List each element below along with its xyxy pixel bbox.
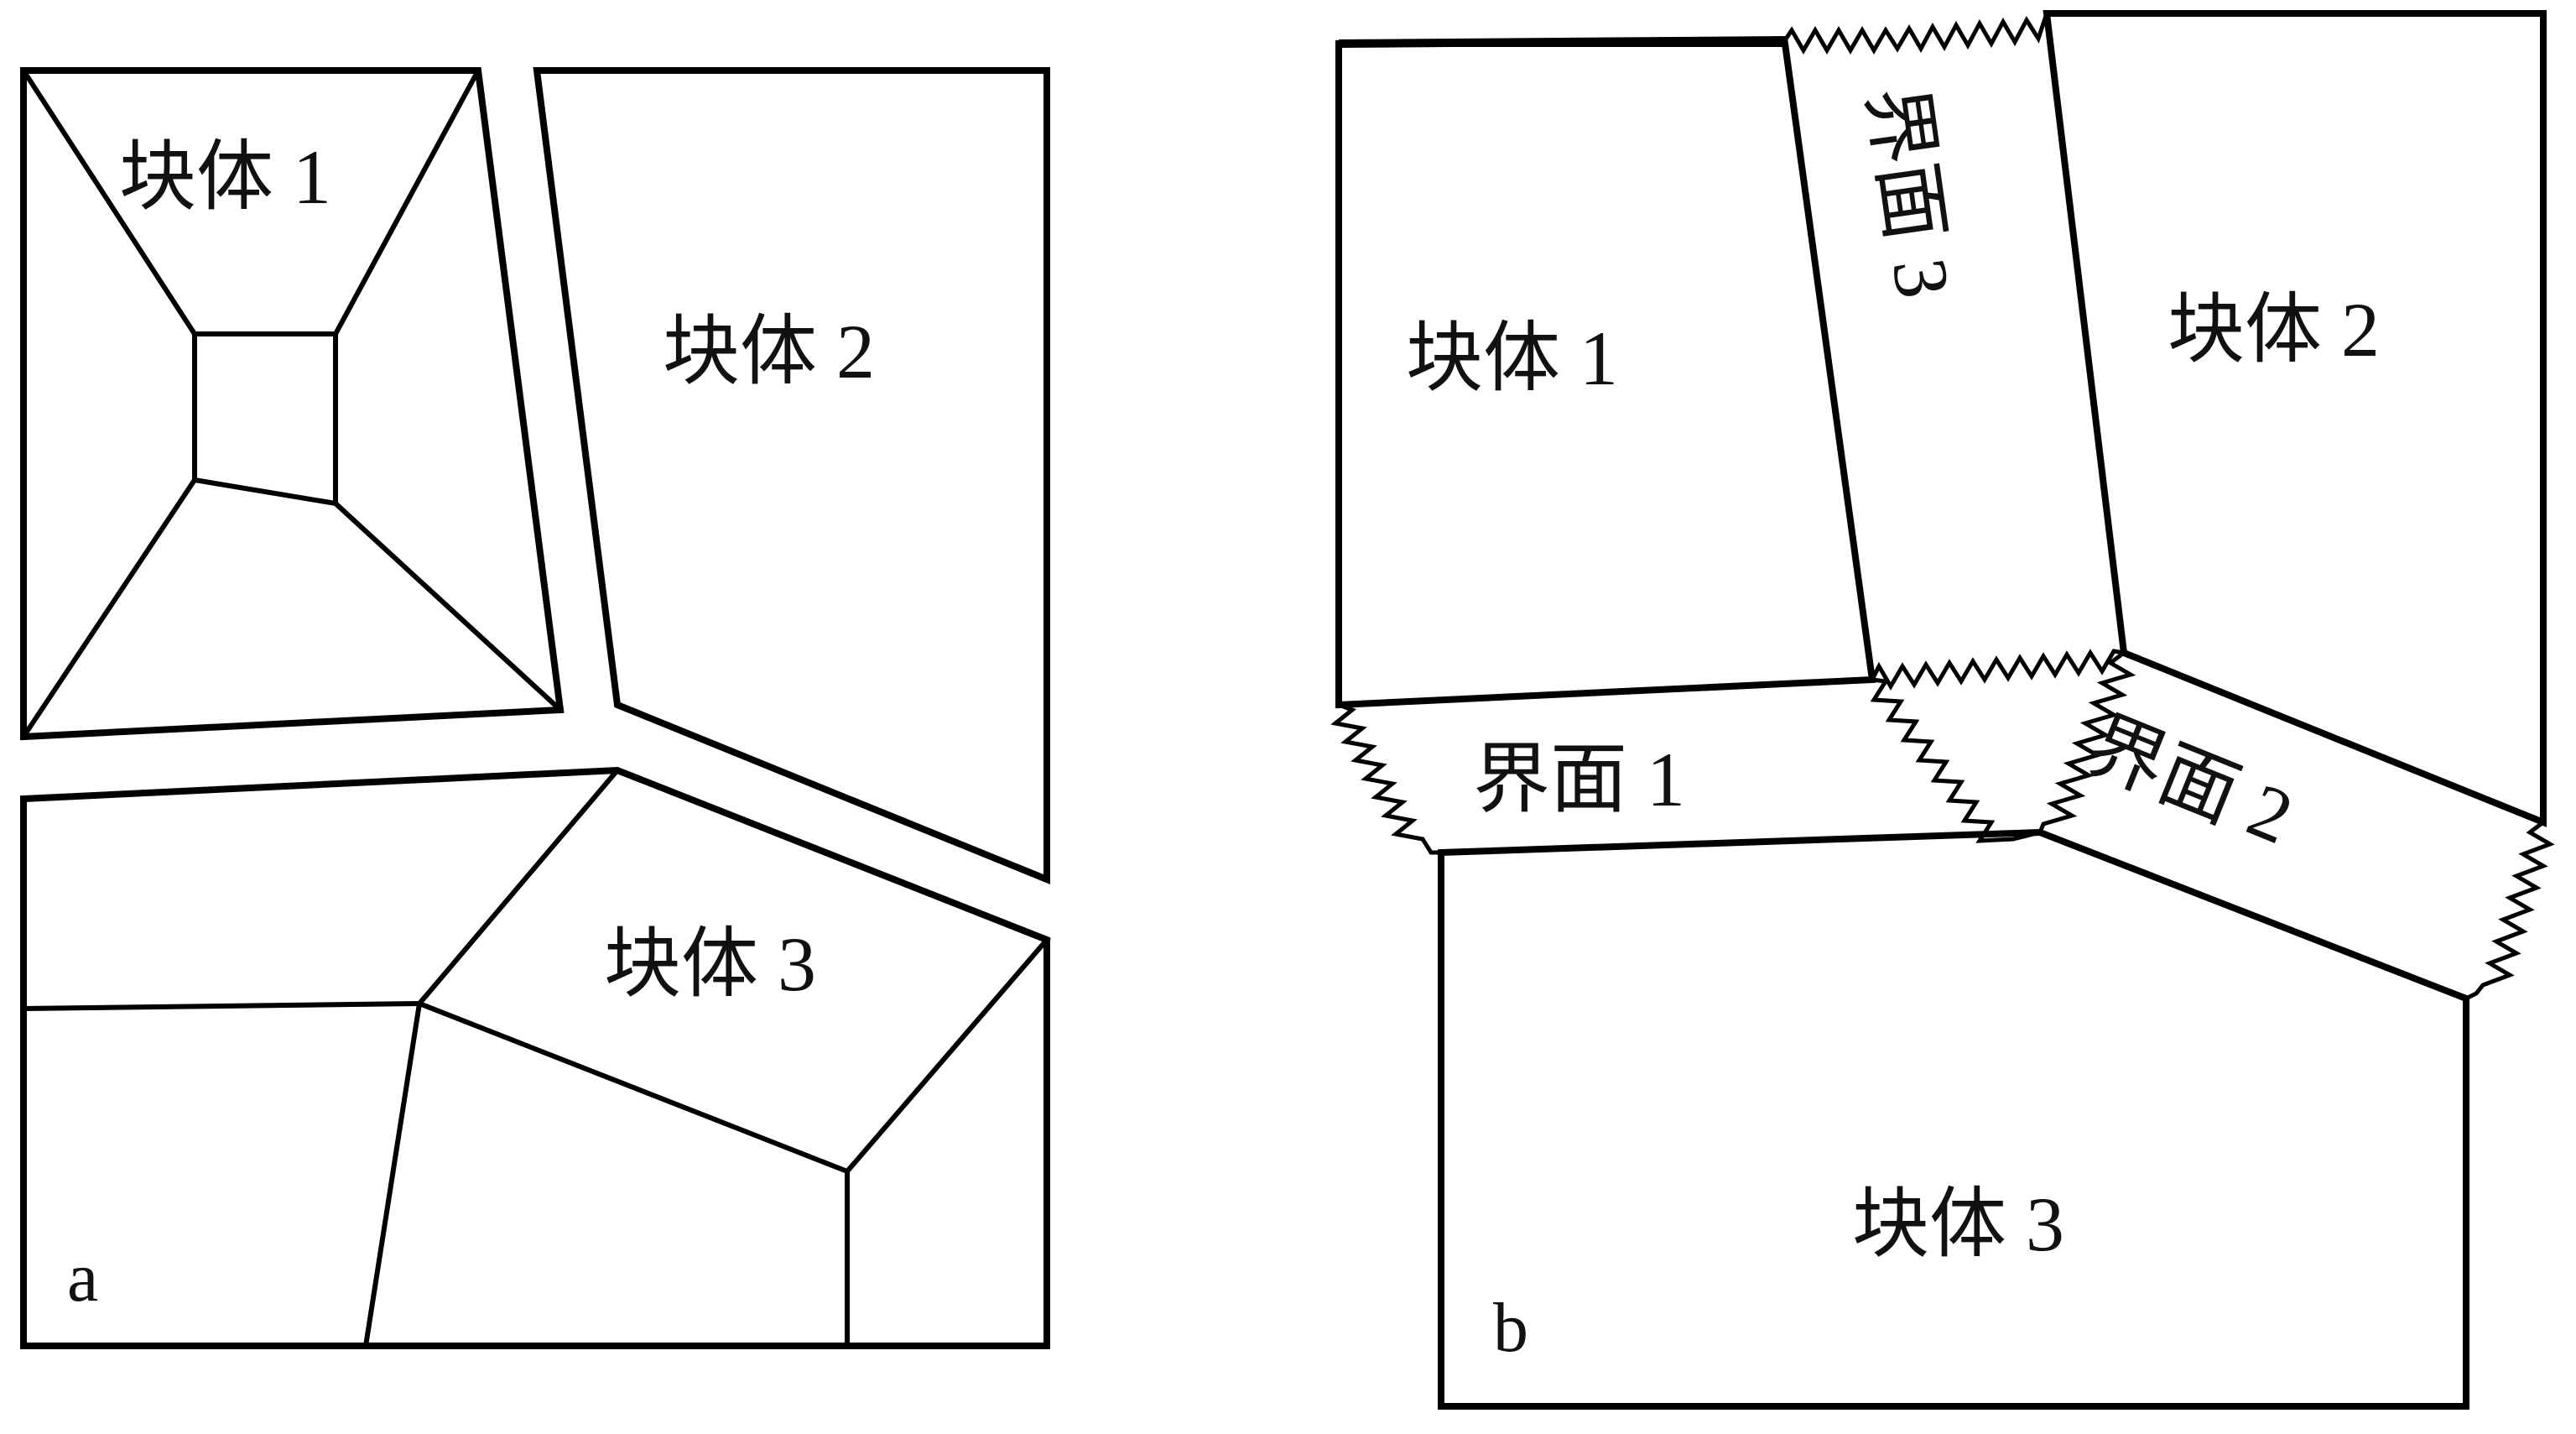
panel-b-block2-label: 块体 2 — [2167, 287, 2380, 373]
spring-interface2-right — [2464, 821, 2555, 1001]
spring-interface1-right — [1870, 677, 2041, 843]
panel-a-block1-label: 块体 1 — [119, 134, 331, 220]
panel-b-block3: 块体 3 — [1438, 828, 2469, 1410]
panel-b-interface3-area — [1785, 13, 2124, 680]
panel-b-interface1-label: 界面 1 — [1473, 737, 1685, 822]
panel-a-block2: 块体 2 — [533, 67, 1050, 884]
panel-b-tag: b — [1493, 1289, 1528, 1367]
panel-b: 块体 1 块体 2 块体 3 界面 1 界面 2 界面 3 b — [1330, 10, 2555, 1410]
spring-interface3-bottom — [1870, 649, 2125, 691]
panel-b-block1: 块体 1 — [1335, 40, 1876, 709]
panel-a: 块体 1 块体 2 块体 3 a — [20, 67, 1052, 1349]
spring-interface2-left — [2037, 651, 2136, 833]
panel-a-block3: 块体 3 — [20, 766, 1052, 1349]
panel-b-interface1-area — [1339, 680, 2040, 853]
panel-a-block2-label: 块体 2 — [663, 309, 875, 394]
panel-a-tag: a — [67, 1238, 98, 1317]
panel-b-block3-label: 块体 3 — [1852, 1181, 2064, 1267]
panel-a-block1: 块体 1 — [20, 67, 565, 741]
panel-b-interface2-area — [2040, 653, 2543, 999]
spring-interface1-left — [1330, 702, 1441, 855]
spring-interface3-top — [1782, 13, 2049, 55]
panel-a-block3-label: 块体 3 — [604, 921, 816, 1007]
panel-b-block1-label: 块体 1 — [1406, 315, 1618, 401]
